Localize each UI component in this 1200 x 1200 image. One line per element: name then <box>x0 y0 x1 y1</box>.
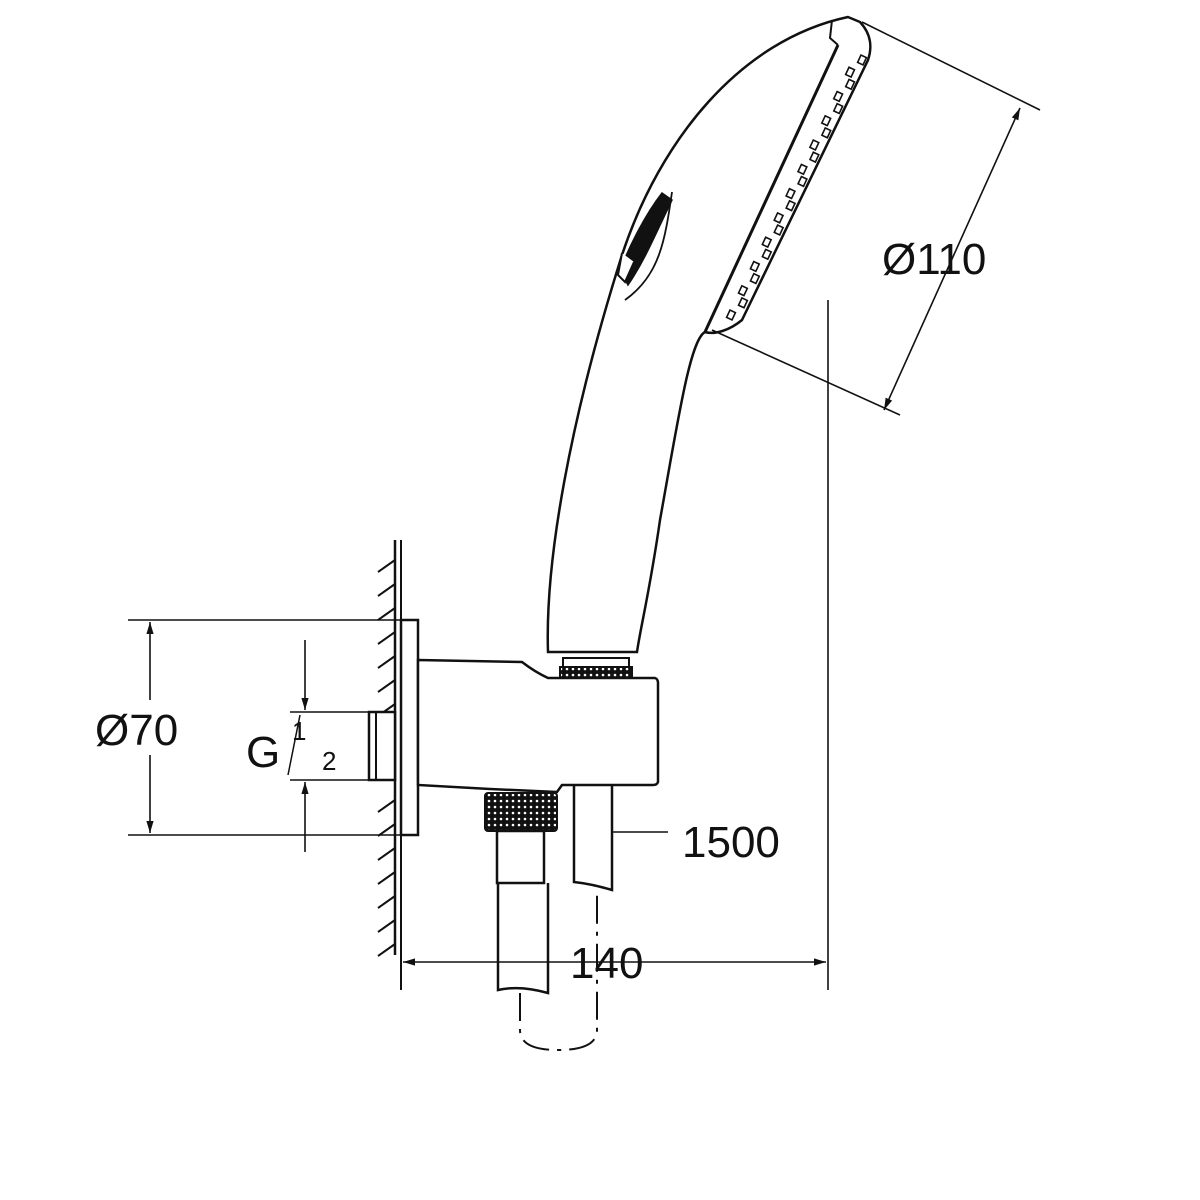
dimension-hose-length: 1500 <box>682 818 780 867</box>
nozzle <box>797 175 808 188</box>
lower-knurled-nut <box>484 792 558 832</box>
wall-hatch-line <box>377 559 396 573</box>
wall-hatch-line <box>377 631 396 645</box>
nozzle <box>785 199 797 212</box>
nozzle <box>773 224 785 236</box>
dimension-projection: 140 <box>570 939 643 988</box>
nozzle <box>808 151 820 164</box>
dimension-head-diameter: Ø110 <box>882 235 986 284</box>
nozzle <box>832 90 844 103</box>
dimension-thread-numerator: 1 <box>292 716 306 746</box>
nozzle <box>749 260 761 273</box>
nozzle <box>844 78 856 91</box>
dimension-thread-prefix: G <box>246 728 280 777</box>
wall-hatch-line <box>377 871 396 885</box>
wall-hatch-line <box>377 679 396 693</box>
upper-knurled-nut <box>559 666 633 679</box>
wall-hatch-line <box>377 655 396 669</box>
nozzle <box>761 248 773 261</box>
wall-hatch-line <box>377 823 396 837</box>
dimension-flange-diameter: Ø70 <box>95 706 178 755</box>
wall-hatch-line <box>377 799 396 813</box>
wall-hatch-line <box>377 583 396 597</box>
nozzle <box>737 296 749 309</box>
nozzle <box>761 236 773 249</box>
nozzle <box>856 54 868 66</box>
dimension-lines <box>128 21 1041 990</box>
spray-nozzles <box>725 54 868 321</box>
wall-hatch-line <box>377 943 396 957</box>
wall-hatch-line <box>377 847 396 861</box>
nozzle <box>832 102 844 115</box>
nozzle <box>773 211 785 224</box>
nozzle <box>796 163 808 176</box>
wall-hatch-line <box>377 607 396 621</box>
nozzle <box>749 272 761 285</box>
wall-hatch-line <box>377 919 396 933</box>
nozzle <box>820 126 832 139</box>
wall-hatch-line <box>377 895 396 909</box>
wall-outlet-bracket <box>416 658 660 794</box>
dimension-thread-denominator: 2 <box>322 746 336 776</box>
hand-shower <box>546 15 872 654</box>
nozzle <box>820 114 832 127</box>
inlet-nipple <box>367 710 397 782</box>
nozzle <box>844 66 856 79</box>
nozzle <box>785 187 796 200</box>
nozzle <box>725 309 737 321</box>
shower-hose <box>495 785 614 1052</box>
nozzle <box>808 139 820 151</box>
nozzle <box>737 284 749 297</box>
wall-flange <box>399 618 420 837</box>
